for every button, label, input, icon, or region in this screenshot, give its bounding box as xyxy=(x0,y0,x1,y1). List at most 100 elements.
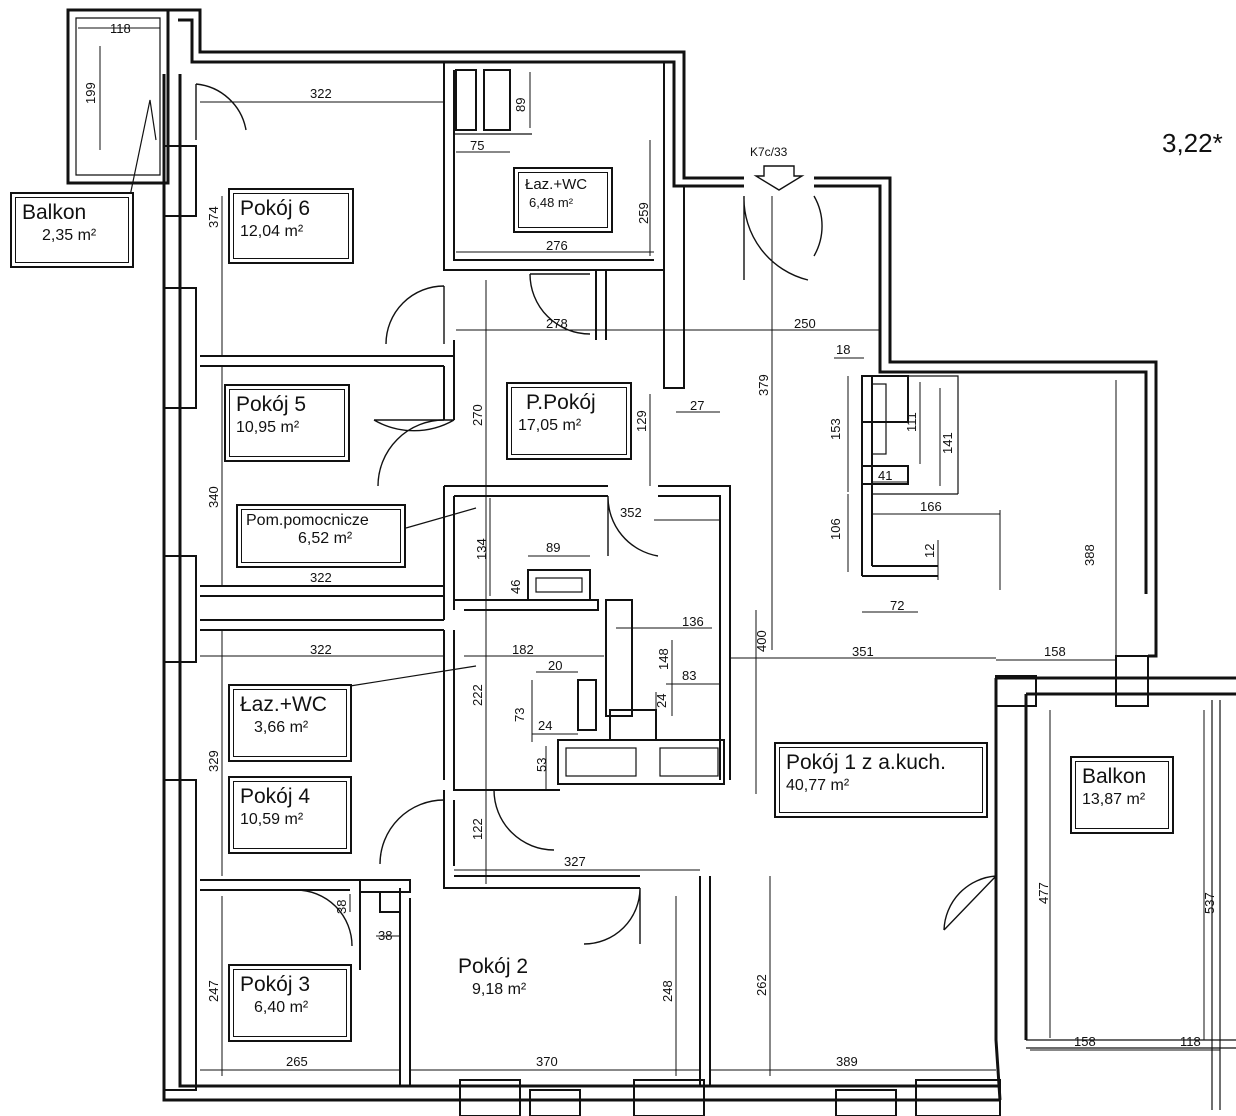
room-label-laz-wc-1: Łaz.+WC 6,48 m² xyxy=(513,167,613,233)
dim-41: 41 xyxy=(878,468,892,483)
dim-158-bottom: 158 xyxy=(1074,1034,1096,1049)
dim-322-mid: 322 xyxy=(310,570,332,585)
dim-141: 141 xyxy=(940,432,955,454)
dim-379: 379 xyxy=(756,374,771,396)
dim-27: 27 xyxy=(690,398,704,413)
room-label-pokoj-3: Pokój 3 6,40 m² xyxy=(228,964,352,1042)
dim-182: 182 xyxy=(512,642,534,657)
room-area: 10,59 m² xyxy=(240,811,304,828)
room-name: P.Pokój xyxy=(526,391,596,414)
dim-351: 351 xyxy=(852,644,874,659)
room-label-pom-pomocnicze: Pom.pomocnicze 6,52 m² xyxy=(236,504,406,568)
dim-83: 83 xyxy=(682,668,696,683)
dim-106: 106 xyxy=(828,518,843,540)
dim-166: 166 xyxy=(920,499,942,514)
dim-352: 352 xyxy=(620,505,642,520)
room-name: Pokój 4 xyxy=(240,785,311,808)
room-area: 2,35 m² xyxy=(42,227,97,244)
corner-value: 3,22* xyxy=(1162,128,1223,158)
dim-389: 389 xyxy=(836,1054,858,1069)
room-area: 10,95 m² xyxy=(236,419,300,436)
dim-72: 72 xyxy=(890,598,904,613)
room-area: 40,77 m² xyxy=(786,777,850,794)
room-area: 12,04 m² xyxy=(240,223,304,240)
dim-148: 148 xyxy=(656,648,671,670)
dimension-labels: 118 199 322 89 75 259 276 374 278 250 37… xyxy=(83,21,1217,1069)
dim-276: 276 xyxy=(546,238,568,253)
dim-73: 73 xyxy=(512,708,527,722)
room-name: Pokój 6 xyxy=(240,197,311,220)
dim-118-top: 118 xyxy=(110,21,131,36)
dim-38-vertical: 38 xyxy=(334,900,349,914)
room-area: 9,18 m² xyxy=(472,981,527,998)
room-label-pokoj-1: Pokój 1 z a.kuch. 40,77 m² xyxy=(774,742,988,818)
dim-374: 374 xyxy=(206,206,221,228)
dim-158-mid: 158 xyxy=(1044,644,1066,659)
dim-12: 12 xyxy=(922,544,937,558)
dim-477: 477 xyxy=(1036,882,1051,904)
dim-322-top: 322 xyxy=(310,86,332,101)
room-area: 13,87 m² xyxy=(1082,791,1146,808)
room-name: Pokój 3 xyxy=(240,973,311,996)
room-name: Łaz.+WC xyxy=(240,693,327,716)
dim-89-top: 89 xyxy=(513,98,528,112)
dim-136: 136 xyxy=(682,614,704,629)
dim-265: 265 xyxy=(286,1054,308,1069)
dim-53: 53 xyxy=(534,758,549,772)
dim-20: 20 xyxy=(548,658,562,673)
dim-111: 111 xyxy=(904,412,919,432)
dim-370: 370 xyxy=(536,1054,558,1069)
dim-38-horizontal: 38 xyxy=(378,928,392,943)
outer-walls xyxy=(66,8,1236,1116)
room-label-pokoj-4: Pokój 4 10,59 m² xyxy=(228,776,352,854)
room-name: Pom.pomocnicze xyxy=(246,512,369,529)
room-label-pokoj-6: Pokój 6 12,04 m² xyxy=(228,188,354,264)
dim-24-right: 24 xyxy=(654,694,669,708)
dim-89-mid: 89 xyxy=(546,540,560,555)
dim-199: 199 xyxy=(83,82,98,104)
dim-247: 247 xyxy=(206,980,221,1002)
dimension-lines xyxy=(78,27,1220,1076)
room-area: 3,66 m² xyxy=(254,719,309,736)
dim-329: 329 xyxy=(206,750,221,772)
dim-262: 262 xyxy=(754,974,769,996)
small-balcony-outline xyxy=(66,8,170,185)
dim-18: 18 xyxy=(836,342,850,357)
room-label-balkon-large: Balkon 13,87 m² xyxy=(1070,756,1174,834)
room-name: Łaz.+WC xyxy=(525,176,588,193)
dim-270: 270 xyxy=(470,404,485,426)
entrance-marker-label: K7c/33 xyxy=(750,145,788,159)
room-area: 6,48 m² xyxy=(529,195,574,210)
dim-222: 222 xyxy=(470,684,485,706)
room-name: Balkon xyxy=(22,201,87,224)
dim-46: 46 xyxy=(508,580,523,594)
dim-278: 278 xyxy=(546,316,568,331)
room-name: Pokój 2 xyxy=(458,955,529,978)
room-area: 6,40 m² xyxy=(254,999,309,1016)
room-label-balkon-small: Balkon 2,35 m² xyxy=(10,192,134,268)
dim-129: 129 xyxy=(634,410,649,432)
dim-322-low: 322 xyxy=(310,642,332,657)
dim-388: 388 xyxy=(1082,544,1097,566)
dim-250: 250 xyxy=(794,316,816,331)
room-label-pokoj-5: Pokój 5 10,95 m² xyxy=(224,384,350,462)
dim-24-left: 24 xyxy=(538,718,552,733)
dim-400: 400 xyxy=(754,630,769,652)
dim-118-bottom: 118 xyxy=(1180,1034,1201,1049)
dim-153: 153 xyxy=(828,418,843,440)
dim-248: 248 xyxy=(660,980,675,1002)
dim-75: 75 xyxy=(470,138,484,153)
dim-327: 327 xyxy=(564,854,586,869)
doors xyxy=(129,83,997,947)
room-area: 17,05 m² xyxy=(518,417,582,434)
room-name: Pokój 5 xyxy=(236,393,307,416)
room-name: Pokój 1 z a.kuch. xyxy=(786,751,946,774)
room-label-laz-wc-2: Łaz.+WC 3,66 m² xyxy=(228,684,352,762)
room-area: 6,52 m² xyxy=(298,530,353,547)
dim-122: 122 xyxy=(470,818,485,840)
dim-259: 259 xyxy=(636,202,651,224)
dim-537: 537 xyxy=(1202,892,1217,914)
room-label-pokoj-2: Pokój 2 9,18 m² xyxy=(448,948,566,1026)
room-name: Balkon xyxy=(1082,765,1147,788)
